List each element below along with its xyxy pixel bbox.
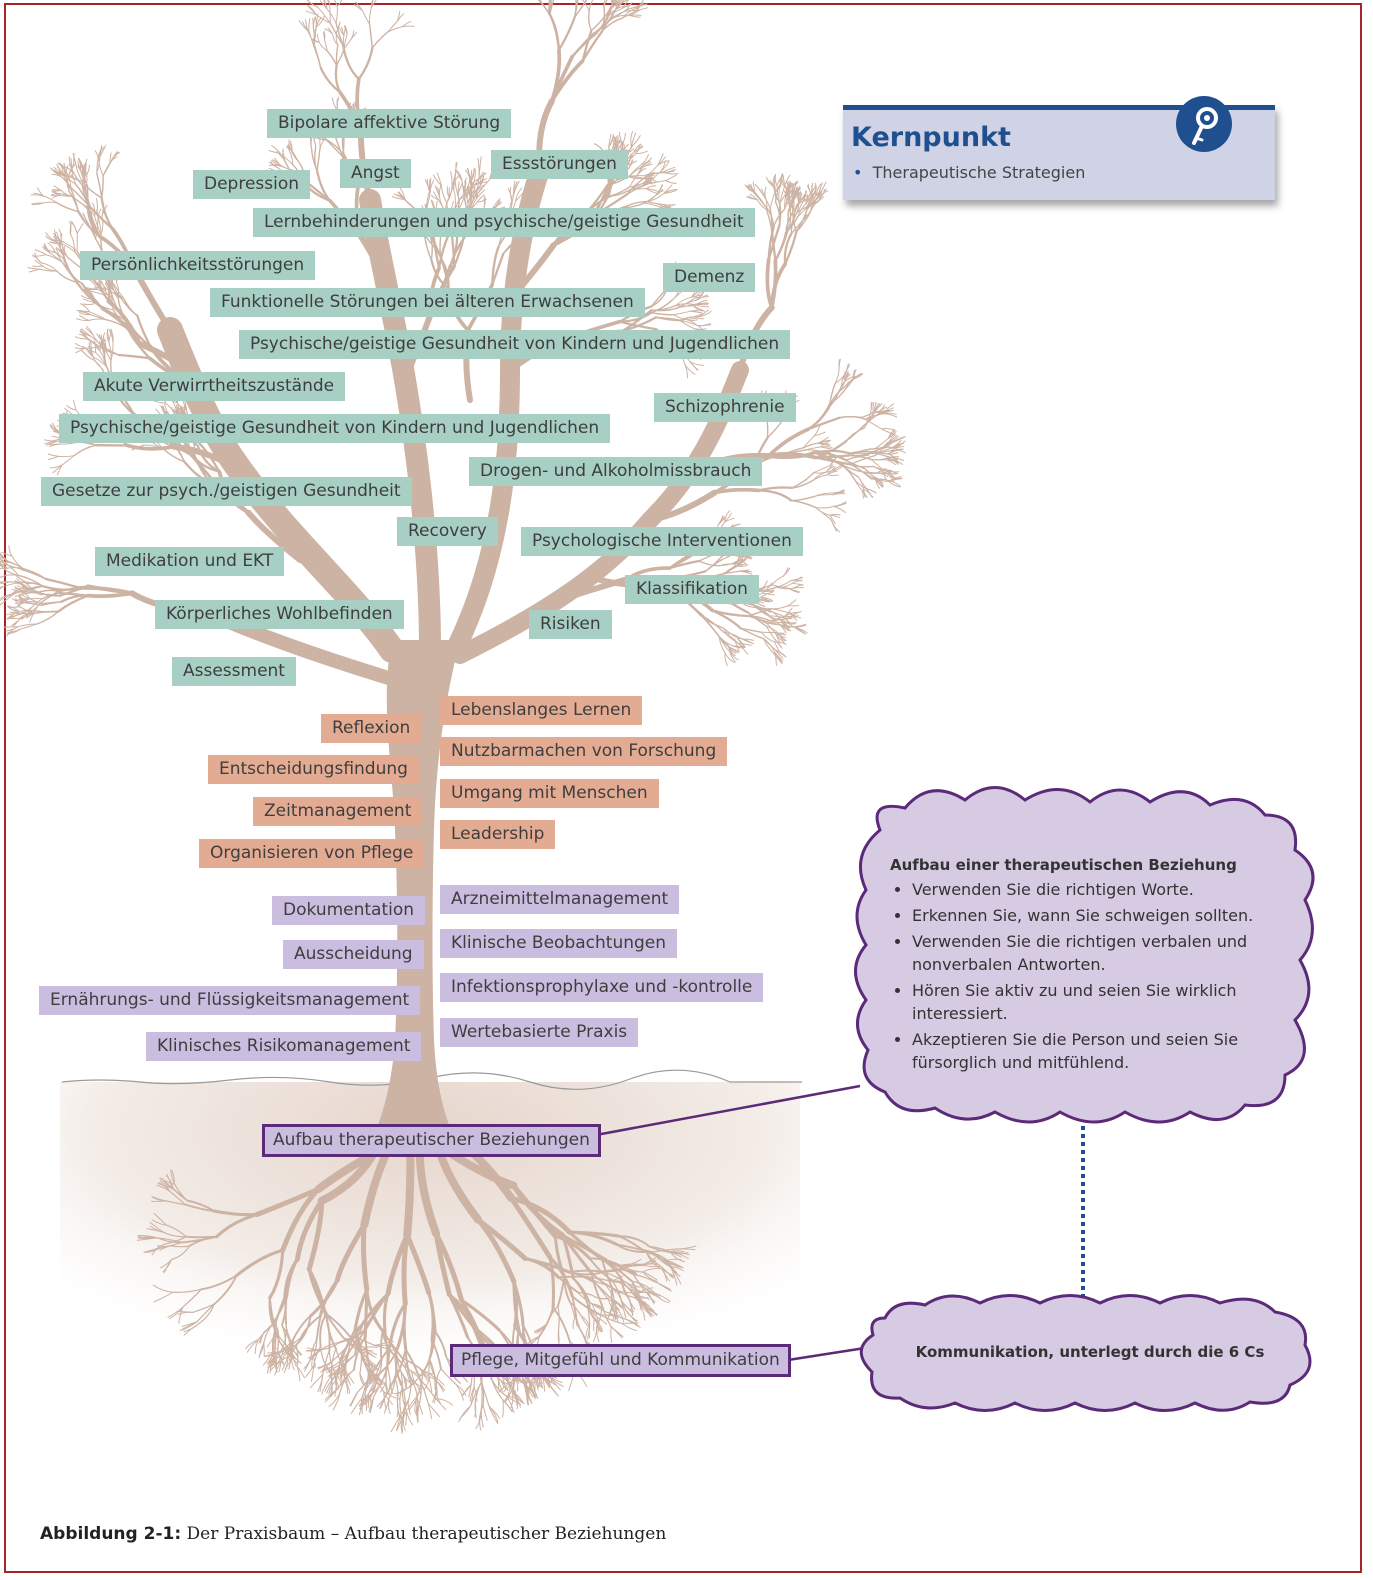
cloud-upper bbox=[854, 786, 1315, 1124]
root-label-care-compassion-communication: Pflege, Mitgefühl und Kommunikation bbox=[450, 1344, 791, 1377]
cloud-upper-item: Verwenden Sie die richtigen verbalen und… bbox=[912, 930, 1290, 976]
connector-upper-cloud bbox=[595, 1084, 861, 1137]
trunk-label-decision-making: Entscheidungsfindung bbox=[208, 755, 419, 784]
key-icon bbox=[1176, 96, 1232, 152]
crown-label-personality-disorders: Persönlichkeitsstörungen bbox=[80, 251, 316, 280]
trunk-label-infection-control: Infektionsprophylaxe und -kontrolle bbox=[440, 973, 764, 1002]
trunk-label-elimination: Ausscheidung bbox=[283, 940, 424, 969]
crown-label-acute-confusion: Akute Verwirrtheitszustände bbox=[83, 372, 346, 401]
crown-label-psychological-interventions: Psychologische Interventionen bbox=[521, 527, 803, 556]
cloud-lower bbox=[859, 1294, 1312, 1412]
key-point-title: Kernpunkt bbox=[851, 122, 1011, 153]
cloud-upper-content: Aufbau einer therapeutischen Beziehung V… bbox=[890, 856, 1290, 1077]
connector-lower-cloud bbox=[787, 1346, 866, 1362]
soil-background bbox=[60, 1082, 800, 1410]
cloud-upper-item: Hören Sie aktiv zu und seien Sie wirklic… bbox=[912, 979, 1290, 1025]
cloud-upper-item: Erkennen Sie, wann Sie schweigen sollten… bbox=[912, 904, 1290, 927]
trunk-label-time-management: Zeitmanagement bbox=[253, 797, 423, 826]
crown-label-physical-wellbeing: Körperliches Wohlbefinden bbox=[155, 600, 404, 629]
limb-right-inner bbox=[445, 160, 550, 660]
crown-label-learning-disabilities: Lernbehinderungen und psychische/geistig… bbox=[253, 208, 755, 237]
figure-frame bbox=[4, 3, 1362, 1573]
cloud-upper-list: Verwenden Sie die richtigen Worte. Erken… bbox=[890, 878, 1290, 1074]
crown-label-recovery: Recovery bbox=[397, 517, 498, 546]
cloud-lower-text: Kommunikation, unterlegt durch die 6 Cs bbox=[915, 1343, 1265, 1361]
trunk-label-dealing-with-people: Umgang mit Menschen bbox=[440, 779, 659, 808]
crown-label-substance-misuse: Drogen- und Alkoholmissbrauch bbox=[469, 457, 763, 486]
crown-label-anxiety: Angst bbox=[340, 159, 411, 188]
cloud-upper-item: Akzeptieren Sie die Person und seien Sie… bbox=[912, 1028, 1290, 1074]
key-point-item-text: Therapeutische Strategien bbox=[872, 163, 1086, 182]
crown-label-assessment: Assessment bbox=[172, 657, 296, 686]
crown-label-risks: Risiken bbox=[529, 610, 612, 639]
crown-label-eating-disorders: Essstörungen bbox=[491, 150, 628, 179]
caption-text: Der Praxisbaum – Aufbau therapeutischer … bbox=[186, 1524, 667, 1544]
trunk-label-values-based-practice: Wertebasierte Praxis bbox=[440, 1018, 639, 1047]
crown-label-child-mental-health-1: Psychische/geistige Gesundheit von Kinde… bbox=[239, 330, 791, 359]
cloud-upper-item: Verwenden Sie die richtigen Worte. bbox=[912, 878, 1290, 901]
crown-label-schizophrenia: Schizophrenie bbox=[654, 393, 796, 422]
caption-label: Abbildung 2-1: bbox=[40, 1524, 182, 1544]
crown-label-bipolar: Bipolare affektive Störung bbox=[267, 109, 512, 138]
crown-label-dementia: Demenz bbox=[663, 263, 756, 292]
trunk-label-clinical-observations: Klinische Beobachtungen bbox=[440, 929, 678, 958]
trunk-label-documentation: Dokumentation bbox=[272, 896, 426, 925]
trunk-label-research-use: Nutzbarmachen von Forschung bbox=[440, 737, 728, 766]
crown-label-depression: Depression bbox=[193, 170, 311, 199]
trunk-label-nutrition-fluids: Ernährungs- und Flüssigkeitsmanagement bbox=[39, 986, 421, 1015]
crown-label-functional-disorders-elderly: Funktionelle Störungen bei älteren Erwac… bbox=[210, 288, 645, 317]
crown-label-child-mental-health-2: Psychische/geistige Gesundheit von Kinde… bbox=[59, 414, 611, 443]
trunk-label-clinical-risk-management: Klinisches Risikomanagement bbox=[146, 1032, 422, 1061]
trunk-label-medicines-management: Arzneimittelmanagement bbox=[440, 885, 680, 914]
limb-center bbox=[359, 189, 441, 661]
key-point-item: • Therapeutische Strategien bbox=[853, 163, 1086, 182]
root-label-therapeutic-relationships: Aufbau therapeutischer Beziehungen bbox=[262, 1124, 601, 1157]
trunk-label-organising-care: Organisieren von Pflege bbox=[199, 839, 425, 868]
trunk-label-leadership: Leadership bbox=[440, 820, 556, 849]
trunk-label-reflection: Reflexion bbox=[321, 714, 422, 743]
trunk-label-lifelong-learning: Lebenslanges Lernen bbox=[440, 696, 643, 725]
cloud-upper-heading: Aufbau einer therapeutischen Beziehung bbox=[890, 856, 1237, 874]
crown-label-mental-health-law: Gesetze zur psych./geistigen Gesundheit bbox=[41, 477, 412, 506]
crown-label-medication-ect: Medikation und EKT bbox=[95, 547, 285, 576]
figure-caption: Abbildung 2-1: Der Praxisbaum – Aufbau t… bbox=[40, 1524, 666, 1544]
crown-label-classification: Klassifikation bbox=[625, 575, 759, 604]
